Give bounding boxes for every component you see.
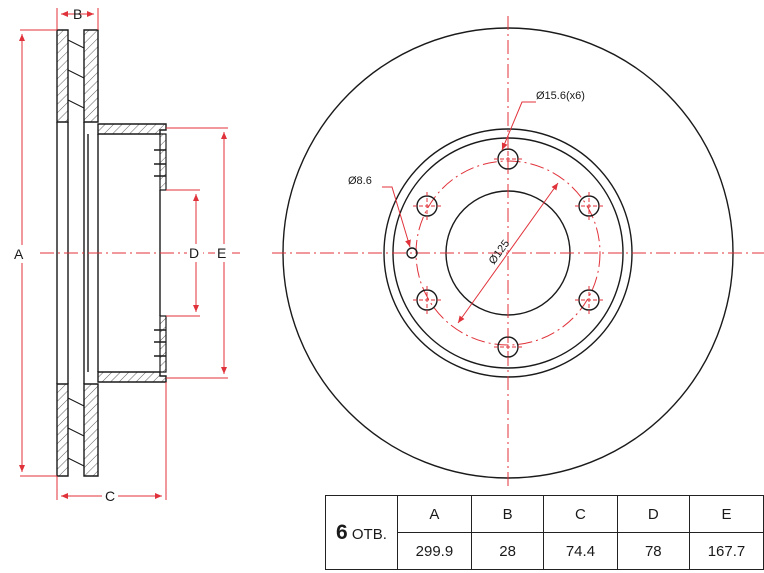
vent-vanes — [67, 39, 85, 467]
hat-section-top — [97, 123, 167, 135]
hub-flange-top — [159, 133, 167, 191]
bolt-holes — [413, 145, 603, 361]
inner-friction-ring-top — [83, 29, 99, 123]
dim-b-label: B — [73, 6, 82, 22]
spec-header-d: D — [616, 495, 690, 533]
spec-header-c: C — [543, 495, 618, 533]
bolt-hole-leader — [501, 101, 536, 151]
spec-table: 6 ОТВ. A B C D E 299.9 28 74.4 78 167.7 — [325, 495, 764, 570]
spec-value-d: 78 — [616, 532, 690, 570]
outer-friction-ring-top — [56, 29, 69, 123]
spec-header-e: E — [688, 495, 764, 533]
hub-flange-bottom — [159, 315, 167, 373]
spec-value-c: 74.4 — [543, 532, 618, 570]
dim-e-label: E — [217, 245, 226, 261]
spec-value-e: 167.7 — [688, 532, 764, 570]
locating-hole-annotation: Ø8.6 — [348, 175, 372, 187]
locating-hole-leader — [382, 186, 411, 248]
front-view: Ø15.6(x6) Ø8.6 Ø125 — [272, 16, 764, 488]
bolt-hole-annotation: Ø15.6(x6) — [536, 90, 585, 102]
locating-hole — [406, 247, 418, 259]
spec-header-a: A — [396, 495, 472, 533]
holes-count: 6 — [336, 520, 348, 544]
dim-d-label: D — [189, 245, 199, 261]
pcd-dim-line — [457, 182, 559, 324]
inner-friction-ring-bottom — [83, 383, 99, 477]
side-section-view: A B C D E — [12, 6, 240, 506]
hat-section-bottom — [97, 371, 167, 383]
holes-unit: ОТВ. — [351, 525, 387, 543]
spec-value-row: 299.9 28 74.4 78 167.7 — [326, 532, 764, 570]
spec-value-a: 299.9 — [396, 532, 472, 570]
spec-value-b: 28 — [470, 532, 545, 570]
dim-a-label: A — [14, 246, 24, 262]
spec-header-row: 6 ОТВ. A B C D E — [325, 495, 764, 570]
outer-friction-ring-bottom — [56, 383, 69, 477]
spec-header-b: B — [470, 495, 545, 533]
dim-c-label: C — [105, 488, 115, 504]
holes-cell: 6 ОТВ. — [325, 495, 398, 570]
